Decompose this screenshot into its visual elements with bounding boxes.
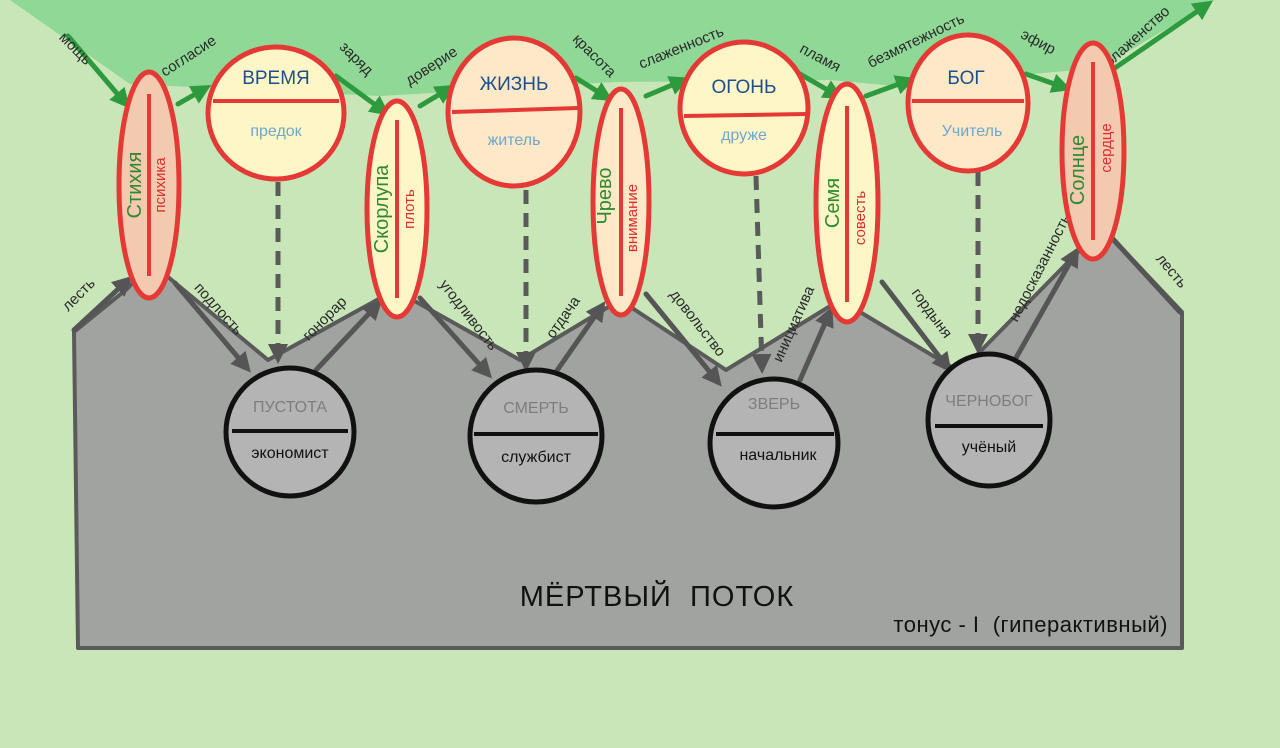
edge-blazhenstvo (1109, 0, 1213, 73)
top-node-bog: БОГ Учитель (905, 32, 1031, 174)
edge-lest-left (71, 275, 133, 333)
edge-slazhennost (643, 76, 690, 99)
descent-ogon-zver (751, 175, 772, 374)
edge-soglasie (175, 85, 212, 107)
node-lower-label: учёный (962, 439, 1017, 456)
node-lower-label: житель (488, 132, 541, 149)
edge-bezmyatezhnost (863, 75, 916, 99)
node-upper-label: Скорлупа (371, 164, 393, 253)
dead-flow-region (72, 236, 1184, 650)
top-node-vremya: ВРЕМЯ предок (205, 44, 347, 182)
oval-node-chrevo: Чрево внимание (590, 86, 652, 318)
edge-dovolstvo (643, 291, 722, 387)
node-upper-label: Стихия (124, 152, 146, 219)
node-lower-label: службист (501, 449, 572, 466)
node-lower-label: начальник (739, 447, 817, 464)
edge-efir (1023, 71, 1072, 93)
bottom-node-zver: ЗВЕРЬ начальник (707, 376, 841, 510)
edge-label-gordynya: гордыня (908, 285, 956, 341)
node-upper-label: Чрево (594, 167, 616, 224)
node-upper-label: ЧЕРНОБОГ (945, 393, 1033, 410)
node-lower-label: Учитель (942, 123, 1003, 140)
node-upper-label: ПУСТОТА (253, 399, 327, 416)
top-node-ogon: ОГОНЬ друже (677, 39, 811, 177)
edge-lest-right (1109, 235, 1183, 315)
node-upper-label: ВРЕМЯ (242, 68, 310, 89)
top-node-zhizn: ЖИЗНЬ житель (445, 35, 583, 189)
bottom-node-smert: СМЕРТЬ службист (467, 367, 605, 505)
edge-zaryad (333, 73, 390, 116)
dead-flow-title: МЁРТВЫЙ ПОТОК (520, 579, 795, 613)
node-lower-label: экономист (251, 445, 329, 462)
node-lower-label: предок (250, 123, 302, 140)
oval-node-solnce: Солнце сердце (1059, 40, 1127, 262)
node-upper-label: СМЕРТЬ (503, 400, 569, 417)
edge-ugodlivost (417, 295, 493, 379)
oval-node-semya: Семя совесть (813, 81, 881, 325)
node-upper-label: Семя (822, 178, 844, 228)
edge-krasota (573, 75, 614, 102)
node-lower-label: друже (721, 127, 767, 144)
edge-nedoskazannost (1005, 246, 1079, 375)
node-lower-label: сердце (1098, 123, 1115, 172)
node-lower-label: внимание (624, 184, 641, 252)
edge-doverie (417, 84, 456, 109)
edge-gordynya (879, 279, 952, 373)
node-upper-label: ЖИЗНЬ (480, 74, 549, 95)
edge-iniciativa (797, 306, 834, 383)
tonus-label: тонус - I (гиперактивный) (893, 612, 1168, 637)
oval-node-skorlupa: Скорлупа плоть (364, 98, 430, 320)
edge-mosch (65, 33, 130, 109)
edge-podlost (172, 280, 251, 373)
bottom-node-pustota: ПУСТОТА экономист (223, 365, 357, 499)
edge-gonorar (313, 299, 383, 373)
edge-otdacha (553, 301, 606, 375)
node-upper-label: ЗВЕРЬ (748, 396, 800, 413)
edge-plamya (797, 71, 844, 100)
bottom-node-chernobog: ЧЕРНОБОГ учёный (925, 351, 1053, 489)
node-lower-label: совесть (852, 191, 869, 246)
node-upper-label: Солнце (1067, 135, 1089, 205)
node-lower-label: плоть (401, 189, 418, 229)
oval-node-stihiya: Стихия психика (116, 69, 182, 301)
node-lower-label: психика (152, 157, 169, 213)
node-upper-label: ОГОНЬ (712, 77, 777, 98)
edge-label-lest-left: лесть (59, 275, 99, 315)
node-upper-label: БОГ (947, 68, 984, 89)
